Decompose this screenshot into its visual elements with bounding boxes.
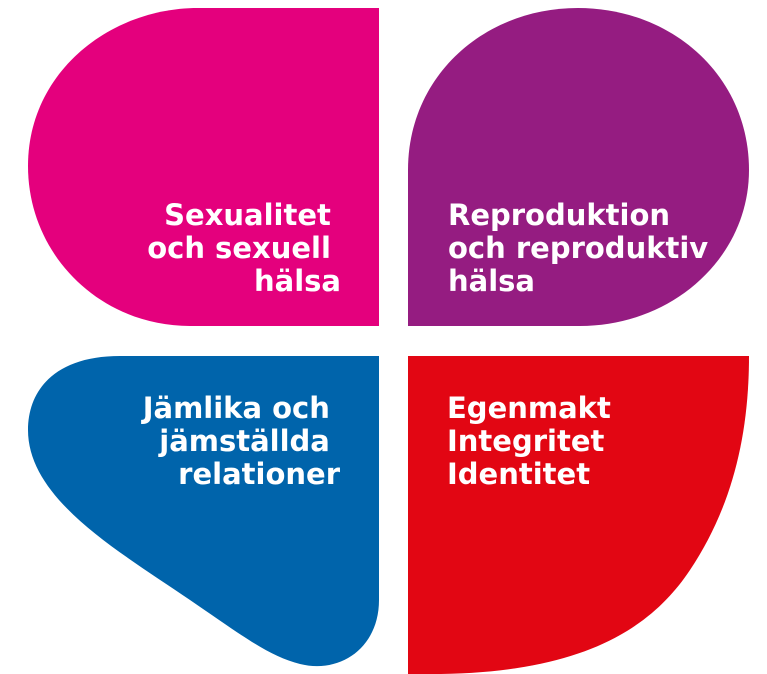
petal-relationships-line-3: relationer [178, 457, 341, 491]
petal-empowerment-shape [408, 356, 749, 674]
svg-text:Jämlika och jämställda: Jämlika och jämställda relationer [141, 391, 341, 491]
petal-relationships-shape [28, 356, 379, 667]
svg-text:Sexualitet och sexuell: Sexualitet och sexuell hälsa [147, 198, 341, 298]
petal-empowerment-line-2: Integritet [447, 424, 604, 458]
petal-sexuality-line-1: Sexualitet [164, 198, 331, 232]
svg-text:Reproduktion och reprodu: Reproduktion och reproduktiv hälsa [448, 198, 718, 298]
petal-empowerment-line-1: Egenmakt [447, 391, 611, 425]
petal-empowerment-line-3: Identitet [447, 457, 590, 491]
petal-sexuality-line-2: och sexuell [147, 231, 331, 265]
petal-relationships: Jämlika och jämställda relationer [28, 356, 379, 667]
petal-reproduction-shape [408, 8, 749, 326]
svg-text:Egenmakt Integritet: Egenmakt Integritet Identitet [447, 391, 621, 491]
petal-reproduction: Reproduktion och reproduktiv hälsa [408, 8, 749, 326]
petal-reproduction-line-1: Reproduktion [448, 198, 670, 232]
petal-reproduction-line-2: och reproduktiv [448, 231, 708, 265]
petal-empowerment: Egenmakt Integritet Identitet [408, 356, 749, 674]
petal-relationships-line-2: jämställda [158, 424, 330, 458]
petal-sexuality: Sexualitet och sexuell hälsa [28, 8, 379, 326]
petal-relationships-line-1: Jämlika och [141, 391, 330, 425]
petal-sexuality-line-3: hälsa [254, 264, 341, 298]
petal-sexuality-shape [28, 8, 379, 326]
petal-reproduction-line-3: hälsa [448, 264, 535, 298]
